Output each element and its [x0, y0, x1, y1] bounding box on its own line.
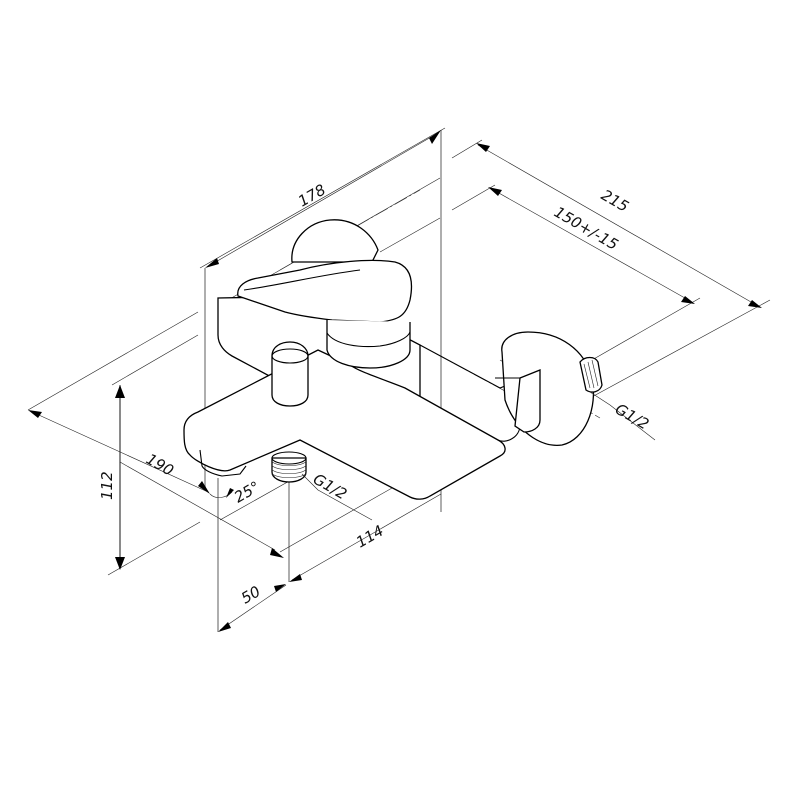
dim-114: 114: [353, 522, 387, 552]
inlet-thread-label: G1/2: [612, 400, 652, 433]
outlet-thread: [271, 451, 307, 483]
dim-angle-25: 25°: [231, 478, 263, 507]
outlet-thread-label: G1/2: [310, 470, 350, 503]
dim-50: 50: [238, 582, 264, 607]
inlet-connector: [495, 331, 603, 446]
faucet-body: [183, 219, 521, 500]
extension-lines: [27, 127, 771, 576]
dim-112: 112: [98, 471, 116, 500]
dim-215: 215: [598, 186, 632, 216]
dimension-lines: [28, 130, 762, 632]
